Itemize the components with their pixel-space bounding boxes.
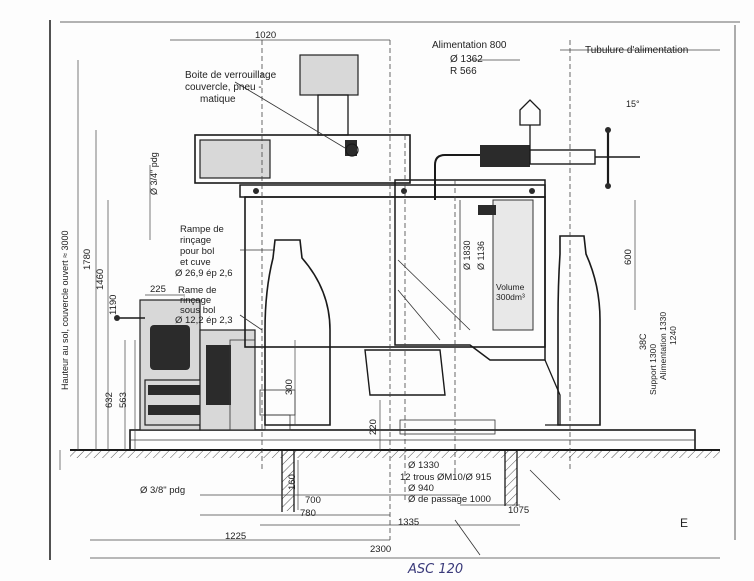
label-hauteur-sol: Hauteur au sol, couvercle ouvert ≈ 3000 <box>60 230 70 390</box>
label-angle: 15° <box>626 99 640 109</box>
signature: ASC 120 <box>407 562 463 577</box>
bottle-right <box>557 235 601 426</box>
dim-1075: 1075 <box>508 505 529 516</box>
bowl <box>394 179 546 361</box>
central-hub <box>364 349 446 396</box>
dim-1335: 1335 <box>398 517 419 528</box>
label-support-1: Support 1300 <box>648 344 658 395</box>
dim-1460: 1460 <box>95 269 106 290</box>
label-alimentation-2: Ø 1362 <box>450 54 483 65</box>
dim-563: 563 <box>118 392 129 408</box>
label-volume-1: Volume <box>496 282 525 292</box>
dim-300: 300 <box>284 379 295 395</box>
foundation-right <box>505 451 517 506</box>
dim-160: 160 <box>287 474 298 490</box>
dim-2300: 2300 <box>370 544 391 555</box>
dim-600: 600 <box>623 249 634 265</box>
cover-box <box>199 139 271 179</box>
pneumatic-cylinder <box>299 54 359 96</box>
upper-casing <box>194 134 411 184</box>
dim-1020: 1020 <box>255 30 276 41</box>
label-fixation-4: Ø de passage 1000 <box>408 494 491 505</box>
label-pipe-small: Ø 3/4" pdg <box>149 152 159 195</box>
dim-632: 632 <box>104 392 115 408</box>
label-pipe-bottom: Ø 3/8" pdg <box>140 485 185 496</box>
label-boite-2: couvercle, pneu - <box>185 82 262 93</box>
dim-780: 780 <box>300 508 316 519</box>
label-rampe-cuve-2: rinçage <box>180 235 211 246</box>
feed-pipe <box>434 154 480 200</box>
dim-1190: 1190 <box>108 295 119 315</box>
label-support-3: 1240 <box>668 326 678 345</box>
label-alimentation-3: R 566 <box>450 66 477 77</box>
cover-lid <box>239 184 546 198</box>
label-fixation-1: Ø 1330 <box>408 460 439 471</box>
foundation-left <box>282 451 294 511</box>
label-rampe-bol-1: Rame de <box>178 285 217 296</box>
bottle-left <box>264 239 331 426</box>
label-rampe-cuve-1: Rampe de <box>180 224 224 235</box>
dim-220: 220 <box>368 419 379 435</box>
label-rampe-bol-3: sous bol <box>180 305 215 316</box>
label-fixation-2: 12 trous ØM10/Ø 915 <box>400 472 491 483</box>
label-boite-1: Boite de verrouillage <box>185 70 277 81</box>
volume-chamber <box>492 199 534 331</box>
label-support-2: Alimentation 1330 <box>658 312 668 380</box>
dim-38c: 38C <box>638 333 648 350</box>
label-rampe-cuve-3: pour bol <box>180 246 214 257</box>
label-rampe-bol-2: rinçage <box>180 295 211 306</box>
label-rampe-cuve-5: Ø 26,9 ép 2,6 <box>175 268 233 279</box>
dim-1780: 1780 <box>82 249 93 270</box>
label-fixation-3: Ø 940 <box>408 483 434 494</box>
label-boite-3: matique <box>200 94 236 105</box>
label-volume-2: 300dm³ <box>496 292 525 302</box>
label-tubulure: Tubulure d'alimentation <box>585 45 688 56</box>
ground-hatch <box>70 451 720 458</box>
dim-1136: Ø 1136 <box>476 241 486 270</box>
dim-1830: Ø 1830 <box>462 240 472 270</box>
dim-700: 700 <box>305 495 321 506</box>
bellows <box>480 145 530 167</box>
label-rampe-cuve-4: et cuve <box>180 257 211 268</box>
dim-1225: 1225 <box>225 531 246 542</box>
label-rampe-bol-4: Ø 12,2 ép 2,3 <box>175 315 233 326</box>
dim-225: 225 <box>150 284 166 295</box>
label-alimentation-1: Alimentation 800 <box>432 40 507 51</box>
label-mark-e: E <box>680 516 688 530</box>
motor-pump <box>150 325 190 370</box>
